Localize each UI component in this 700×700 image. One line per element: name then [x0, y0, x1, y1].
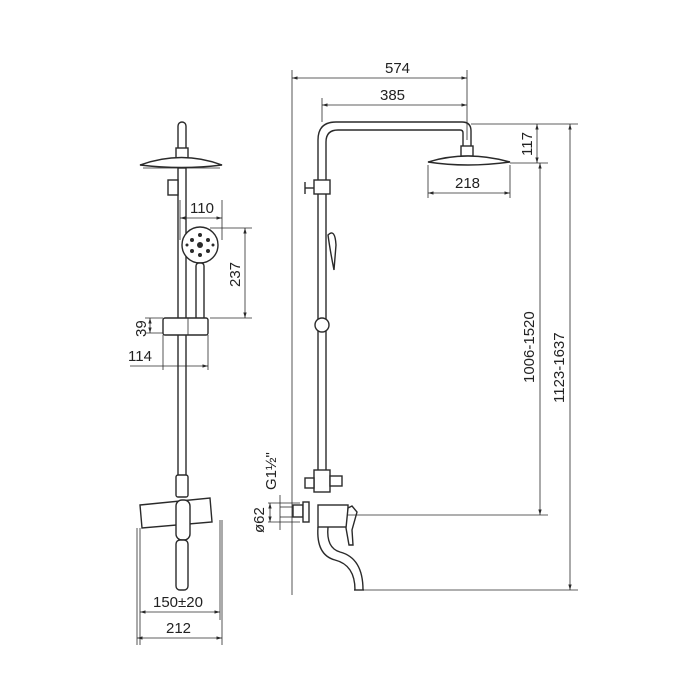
dim-mixer-spacing: 150±20 [153, 594, 203, 611]
hand-shower-nozzles [185, 233, 215, 257]
slider-bracket [162, 317, 209, 336]
dim-total-height-range: 1123-1637 [551, 332, 568, 403]
side-view: 574 385 218 117 1006-1520 1123-1637 ø62 … [251, 60, 578, 595]
dim-thread-size: G1½" [263, 452, 280, 490]
dim-hand-shower-width: 110 [190, 200, 214, 217]
head-nut [175, 147, 189, 159]
dim-total-depth: 574 [385, 60, 410, 77]
side-inlet [292, 504, 304, 518]
dim-slider-height: 39 [133, 320, 150, 337]
dim-slider-width: 114 [128, 348, 152, 365]
side-spout [317, 526, 364, 591]
hand-shower-handle [195, 262, 205, 321]
side-diverter-valve [313, 469, 331, 493]
side-mixer-body [317, 504, 349, 528]
diverter-knob [167, 179, 179, 196]
side-rain-head [427, 155, 511, 166]
dim-head-height-range: 1006-1520 [521, 311, 538, 383]
dim-hand-shower-height: 237 [227, 262, 244, 287]
side-slider [314, 317, 330, 333]
mixer-lever [175, 499, 191, 541]
side-head-nut [460, 145, 474, 157]
dim-arm-length: 385 [380, 87, 405, 104]
dim-head-height: 117 [519, 132, 536, 156]
side-hand-shower [327, 232, 337, 271]
diverter-front [175, 474, 189, 498]
side-mixer-lever [345, 505, 358, 546]
front-view: 110 237 39 114 150±20 212 [128, 121, 252, 645]
side-diverter [313, 179, 331, 195]
dim-head-diameter: 218 [455, 175, 480, 192]
dim-mixer-width: 212 [166, 620, 191, 637]
rain-shower-head [139, 156, 223, 169]
spout-front [175, 539, 189, 591]
dim-connection-diameter: ø62 [251, 507, 268, 533]
